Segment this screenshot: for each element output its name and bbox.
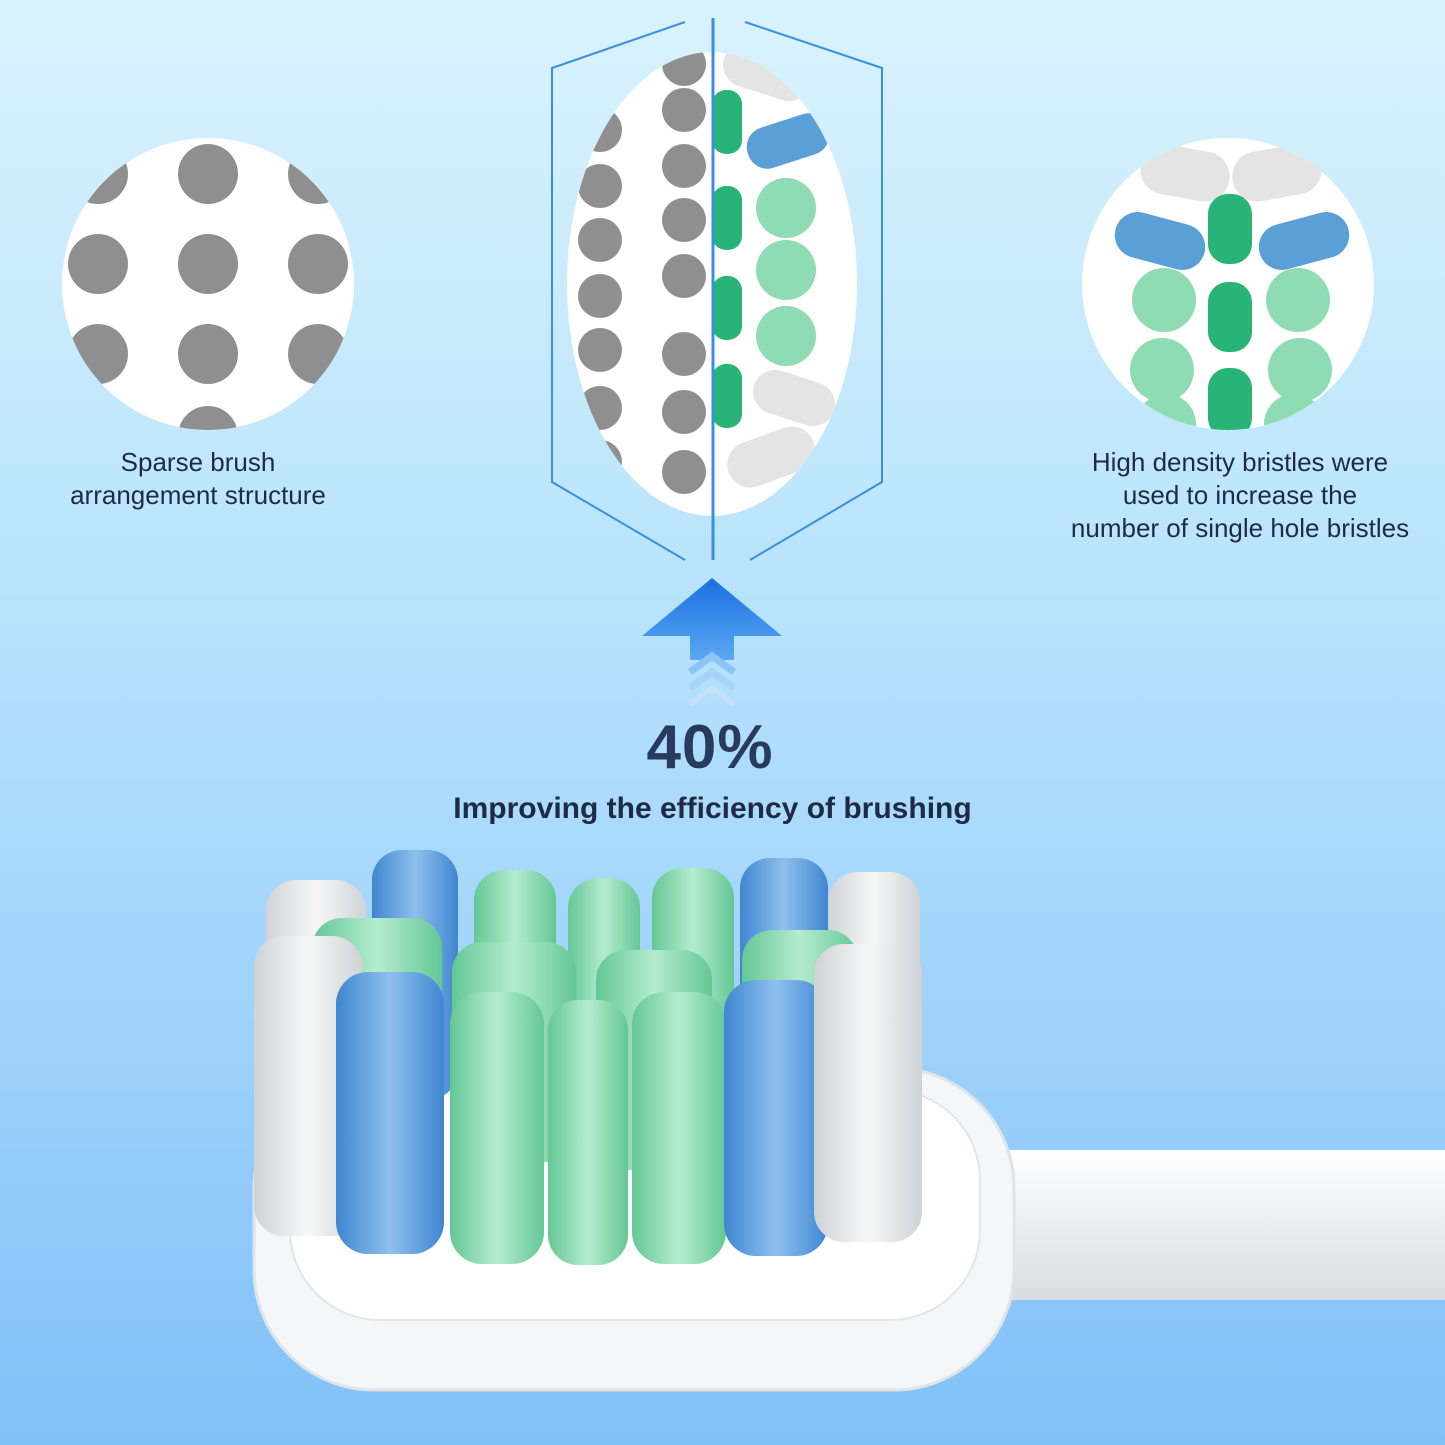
dense-caption-line3: number of single hole bristles — [1070, 513, 1410, 543]
sparse-caption-line2: arrangement structure — [70, 480, 326, 510]
efficiency-percent: 40% — [646, 713, 774, 782]
efficiency-caption: Improving the efficiency of brushing — [453, 792, 972, 825]
up-arrow-icon — [642, 578, 782, 707]
dense-caption-line1: High density bristles were — [1091, 447, 1389, 477]
dense-caption-line2: used to increase the — [1122, 480, 1358, 510]
toothbrush-head-image — [252, 850, 1445, 1392]
dense-bristles-circle — [1082, 138, 1374, 430]
comparison-lens — [567, 18, 857, 560]
sparse-caption-line1: Sparse brush — [120, 447, 276, 477]
sparse-structure-caption: Sparse brush arrangement structure — [28, 446, 368, 512]
comparison-lens-outline — [551, 21, 883, 561]
sparse-dots-circle — [62, 138, 354, 430]
dense-bristles-caption: High density bristles were used to incre… — [1040, 446, 1440, 545]
